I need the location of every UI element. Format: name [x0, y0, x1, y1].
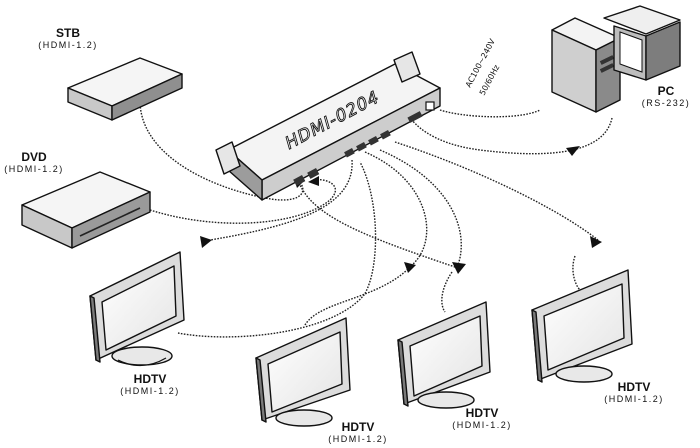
hdtv2-cable	[304, 151, 428, 326]
pc-device	[551, 5, 681, 113]
hdtv-3-spec: (HDMI-1.2)	[452, 420, 512, 430]
dvd-cable	[149, 178, 337, 224]
hdtv-4-name: HDTV	[617, 380, 651, 394]
hdtv-3-label: HDTV (HDMI-1.2)	[440, 406, 524, 431]
hdmi-switcher: HDMI-0204	[215, 51, 441, 201]
stb-label: STB (HDMI-1.2)	[28, 26, 108, 51]
hdtv-4-spec: (HDMI-1.2)	[604, 394, 664, 404]
output-port-2	[356, 142, 367, 152]
hdtv-2-screen	[255, 317, 351, 427]
input-port-1	[293, 175, 306, 186]
mount-ear-left	[215, 141, 241, 175]
arrow-hdtv3	[452, 262, 466, 274]
hdtv-3-name: HDTV	[465, 406, 499, 420]
aux-loop	[297, 179, 459, 269]
hdtv-2-spec: (HDMI-1.2)	[328, 434, 388, 444]
hdtv3-cable	[379, 149, 462, 266]
power-cord	[439, 109, 541, 118]
power-inlet	[425, 101, 435, 111]
hdtv-1-label: HDTV (HDMI-1.2)	[110, 372, 190, 397]
mount-ear-right	[393, 51, 421, 83]
dvd-spec: (HDMI-1.2)	[4, 164, 64, 174]
arrow-hdtv1	[200, 236, 212, 248]
hdtv-1-name: HDTV	[133, 372, 167, 386]
arrow-pc	[566, 146, 580, 156]
hdtv1-feed	[177, 161, 377, 338]
hdtv-4-screen	[531, 269, 633, 383]
hdtv4-cable	[394, 141, 599, 241]
output-port-1	[344, 148, 355, 158]
hdtv-2-name: HDTV	[341, 420, 375, 434]
rs232-port	[407, 111, 423, 123]
pc-name: PC	[657, 84, 675, 98]
output-port-4	[380, 130, 391, 140]
hdtv-4-label: HDTV (HDMI-1.2)	[592, 380, 676, 405]
hdtv1-cable	[209, 159, 353, 241]
stb-cable	[139, 97, 304, 201]
hdtv-1-screen	[89, 251, 185, 367]
arrow-dvd	[308, 176, 319, 186]
hdtv-2-label: HDTV (HDMI-1.2)	[316, 420, 400, 445]
hdtv-3-screen	[397, 301, 491, 409]
hdtv-1-spec: (HDMI-1.2)	[120, 386, 180, 396]
dvd-device	[21, 171, 151, 249]
pc-label: PC (RS-232)	[636, 84, 696, 109]
hdtv3-feed	[441, 271, 453, 313]
stb-device	[67, 57, 183, 121]
dvd-name: DVD	[21, 150, 47, 164]
arrow-hdtv4	[590, 236, 602, 248]
stb-name: STB	[56, 26, 80, 40]
dvd-label: DVD (HDMI-1.2)	[0, 150, 68, 175]
output-port-3	[368, 136, 379, 146]
stb-spec: (HDMI-1.2)	[38, 40, 98, 50]
pc-cable	[411, 117, 613, 155]
hdtv4-feed	[572, 255, 581, 291]
input-port-2	[307, 168, 320, 179]
pc-spec: (RS-232)	[641, 98, 691, 108]
arrow-hdtv2	[404, 262, 416, 273]
